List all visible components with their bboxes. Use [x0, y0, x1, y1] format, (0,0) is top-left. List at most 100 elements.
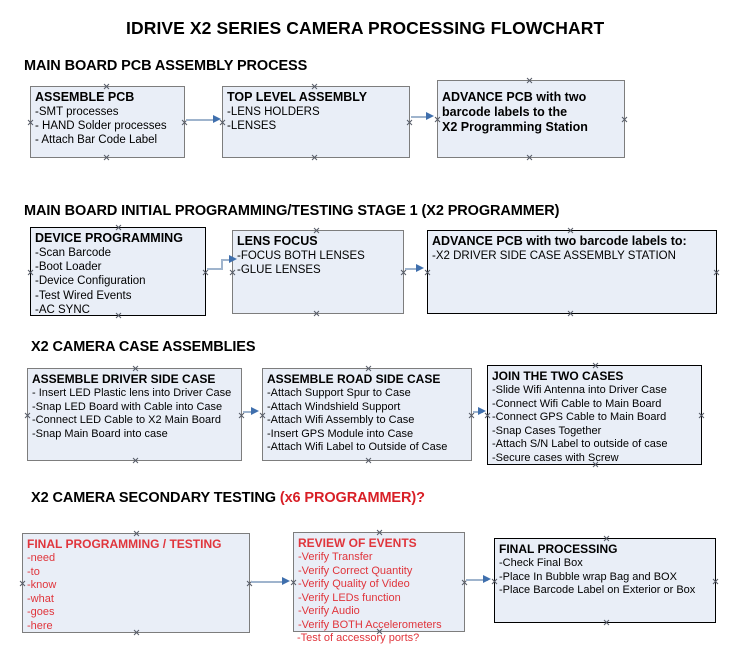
node-line: -Snap Cases Together	[492, 424, 602, 437]
connector-arrow-icon	[478, 407, 486, 415]
connector-handle-right[interactable]	[698, 412, 705, 419]
node-line: -to	[27, 565, 40, 578]
node-line: -Connect Wifi Cable to Main Board	[492, 397, 662, 410]
node-line: -Verify BOTH Accelerometers	[298, 618, 442, 631]
connector-handle-bottom[interactable]	[567, 310, 574, 317]
connector-handle-bottom[interactable]	[526, 154, 533, 161]
connector-handle-top[interactable]	[365, 365, 372, 372]
connector-handle-top[interactable]	[311, 83, 318, 90]
node-assemble-driver-side-case[interactable]: ASSEMBLE DRIVER SIDE CASE - Insert LED P…	[27, 368, 242, 461]
connector-handle-left[interactable]	[259, 412, 266, 419]
node-line: -LENS HOLDERS	[227, 106, 320, 118]
node-line: -Verify LEDs function	[298, 591, 401, 604]
node-review-of-events[interactable]: REVIEW OF EVENTS -Verify Transfer -Verif…	[293, 532, 465, 632]
connector-handle-left[interactable]	[19, 580, 26, 587]
node-line: -Verify Quality of Video	[298, 578, 410, 591]
connector-handle-bottom[interactable]	[132, 457, 139, 464]
node-assemble-road-side-case[interactable]: ASSEMBLE ROAD SIDE CASE -Attach Support …	[262, 368, 472, 461]
connector-handle-left[interactable]	[424, 269, 431, 276]
node-final-processing[interactable]: FINAL PROCESSING -Check Final Box -Place…	[494, 538, 716, 623]
connector-handle-top[interactable]	[132, 365, 139, 372]
connector-assemble-pcb-to-top-level	[186, 119, 216, 121]
node-line: -FOCUS BOTH LENSES	[237, 250, 365, 262]
section-header-x2-camera-case-assemblies: X2 CAMERA CASE ASSEMBLIES	[31, 339, 256, 355]
connector-handle-bottom[interactable]	[603, 619, 610, 626]
node-lens-focus[interactable]: LENS FOCUS -FOCUS BOTH LENSES -GLUE LENS…	[232, 230, 404, 314]
node-top-level-assembly[interactable]: TOP LEVEL ASSEMBLY -LENS HOLDERS -LENSES	[222, 86, 410, 158]
node-title: ADVANCE PCB with two	[442, 90, 587, 104]
connector-handle-top[interactable]	[592, 362, 599, 369]
connector-handle-top[interactable]	[567, 227, 574, 234]
node-line: -GLUE LENSES	[237, 264, 321, 277]
node-title: FINAL PROGRAMMING / TESTING	[27, 537, 222, 551]
node-line: -Place Barcode Label on Exterior or Box	[499, 584, 696, 597]
node-device-programming[interactable]: DEVICE PROGRAMMING -Scan Barcode -Boot L…	[30, 227, 206, 316]
node-line: -here	[27, 619, 53, 632]
connector-handle-bottom[interactable]	[133, 629, 140, 636]
connector-handle-right[interactable]	[406, 119, 413, 126]
connector-handle-right[interactable]	[468, 412, 475, 419]
node-line: -Verify Transfer	[298, 551, 373, 563]
node-line: -SMT processes	[35, 106, 119, 118]
connector-handle-right[interactable]	[712, 578, 719, 585]
connector-handle-left[interactable]	[491, 578, 498, 585]
connector-handle-top[interactable]	[603, 535, 610, 542]
connector-top-level-to-advance-pcb	[411, 116, 429, 118]
connector-handle-right[interactable]	[621, 116, 628, 123]
section-header-text: X2 CAMERA SECONDARY TESTING	[31, 490, 280, 506]
connector-handle-left[interactable]	[229, 269, 236, 276]
connector-handle-top[interactable]	[526, 77, 533, 84]
section-header-main-board-initial-programming: MAIN BOARD INITIAL PROGRAMMING/TESTING S…	[24, 203, 560, 219]
node-assemble-pcb[interactable]: ASSEMBLE PCB -SMT processes - HAND Solde…	[30, 86, 185, 158]
connector-driver-case-to-road-case	[243, 411, 255, 413]
node-title: FINAL PROCESSING	[499, 542, 618, 556]
node-line: -Snap LED Board with Cable into Case	[32, 400, 223, 413]
connector-handle-bottom[interactable]	[311, 154, 318, 161]
node-line: -Connect GPS Cable to Main Board	[492, 411, 667, 424]
connector-handle-top[interactable]	[313, 227, 320, 234]
node-title: LENS FOCUS	[237, 234, 318, 248]
connector-handle-left[interactable]	[24, 412, 31, 419]
node-advance-pcb-driver-side[interactable]: ADVANCE PCB with two barcode labels to: …	[427, 230, 717, 314]
node-line: -Secure cases with Screw	[492, 451, 619, 464]
node-advance-pcb-to-programming-station[interactable]: ADVANCE PCB with two barcode labels to t…	[437, 80, 625, 158]
connector-handle-right[interactable]	[202, 269, 209, 276]
connector-handle-bottom[interactable]	[592, 461, 599, 468]
connector-handle-right[interactable]	[400, 269, 407, 276]
node-line: -Boot Loader	[35, 261, 102, 274]
connector-arrow-icon	[426, 112, 434, 120]
connector-handle-bottom[interactable]	[115, 312, 122, 319]
connector-handle-left[interactable]	[434, 116, 441, 123]
node-line: -Attach Support Spur to Case	[267, 387, 411, 399]
connector-handle-left[interactable]	[290, 579, 297, 586]
section-header-text: MAIN BOARD INITIAL PROGRAMMING/TESTING S…	[24, 203, 560, 219]
connector-handle-bottom[interactable]	[313, 310, 320, 317]
connector-handle-right[interactable]	[238, 412, 245, 419]
node-line: -Test Wired Events	[35, 289, 132, 302]
node-line: -Slide Wifi Antenna into Driver Case	[492, 384, 667, 396]
connector-handle-top[interactable]	[115, 224, 122, 231]
connector-handle-left[interactable]	[27, 119, 34, 126]
node-line: -Connect LED Cable to X2 Main Board	[32, 414, 221, 427]
connector-handle-bottom[interactable]	[365, 457, 372, 464]
node-line: -Place In Bubble wrap Bag and BOX	[499, 570, 677, 583]
connector-final-programming-to-review	[251, 581, 285, 583]
connector-handle-bottom[interactable]	[103, 154, 110, 161]
node-final-programming-testing[interactable]: FINAL PROGRAMMING / TESTING -need -to -k…	[22, 533, 250, 633]
node-title: DEVICE PROGRAMMING	[35, 231, 183, 245]
connector-device-programming-to-lens-focus	[207, 268, 223, 270]
connector-handle-top[interactable]	[133, 530, 140, 537]
node-line: -need	[27, 552, 56, 564]
section-header-text: X2 CAMERA CASE ASSEMBLIES	[31, 339, 256, 355]
node-line: -goes	[27, 606, 55, 619]
connector-handle-top[interactable]	[103, 83, 110, 90]
connector-handle-right[interactable]	[713, 269, 720, 276]
node-line: -Snap Main Board into case	[32, 427, 168, 440]
connector-handle-left[interactable]	[27, 269, 34, 276]
node-join-the-two-cases[interactable]: JOIN THE TWO CASES -Slide Wifi Antenna i…	[487, 365, 702, 465]
node-line: -Device Configuration	[35, 275, 146, 288]
connector-handle-top[interactable]	[376, 529, 383, 536]
node-line: -know	[27, 579, 57, 592]
connector-lens-focus-to-advance-pcb	[405, 268, 419, 270]
